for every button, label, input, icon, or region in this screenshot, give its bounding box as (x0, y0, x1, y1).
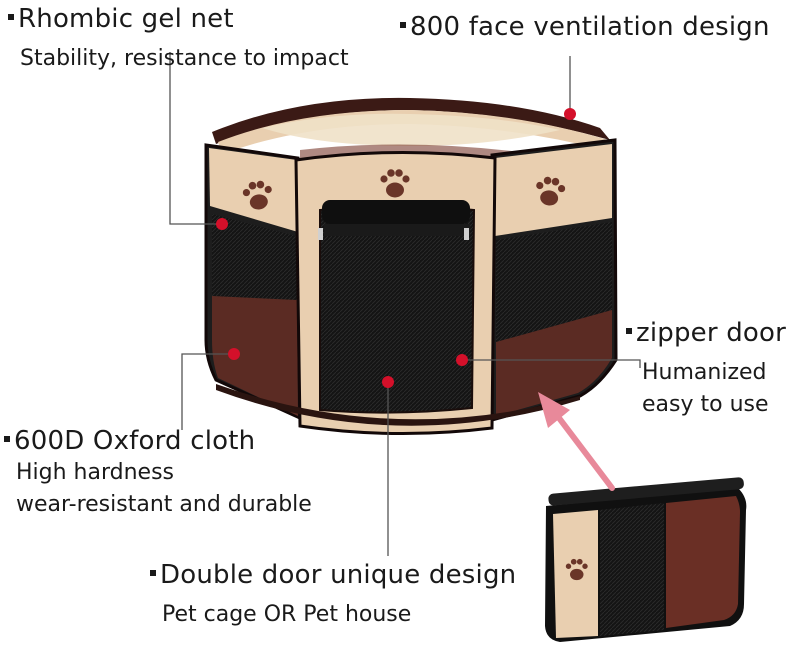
callout-marker-icon (216, 218, 228, 230)
callout-marker-icon (382, 376, 394, 388)
feature-detail-oxford-cloth-2: wear-resistant and durable (16, 492, 312, 517)
feature-title-zipper-door: zipper door (626, 320, 786, 346)
bullet-square-icon (400, 21, 406, 28)
callout-marker-icon (228, 348, 240, 360)
callout-lines (169, 52, 641, 556)
playpen-main (204, 97, 618, 436)
feature-title-rhombic-gel-net: Rhombic gel net (8, 6, 234, 32)
pointer-arrow-icon (538, 392, 615, 491)
callout-marker-icon (456, 354, 468, 366)
feature-detail-double-door: Pet cage OR Pet house (162, 602, 412, 627)
callout-marker-icon (564, 108, 576, 120)
bullet-square-icon (150, 569, 156, 576)
bullet-square-icon (8, 13, 14, 20)
feature-detail-oxford-cloth-1: High hardness (16, 460, 175, 485)
feature-title-oxford-cloth: 600D Oxford cloth (4, 428, 255, 454)
feature-detail-zipper-door-2: easy to use (642, 392, 769, 417)
bullet-square-icon (626, 327, 632, 334)
feature-detail-rhombic-gel-net: Stability, resistance to impact (20, 46, 349, 71)
callout-markers (216, 108, 576, 388)
bullet-square-icon (4, 435, 10, 442)
feature-detail-zipper-door-1: Humanized (642, 360, 767, 385)
feature-title-ventilation: 800 face ventilation design (400, 14, 770, 40)
feature-title-double-door: Double door unique design (150, 562, 516, 588)
folded-carry-bag (545, 477, 747, 642)
